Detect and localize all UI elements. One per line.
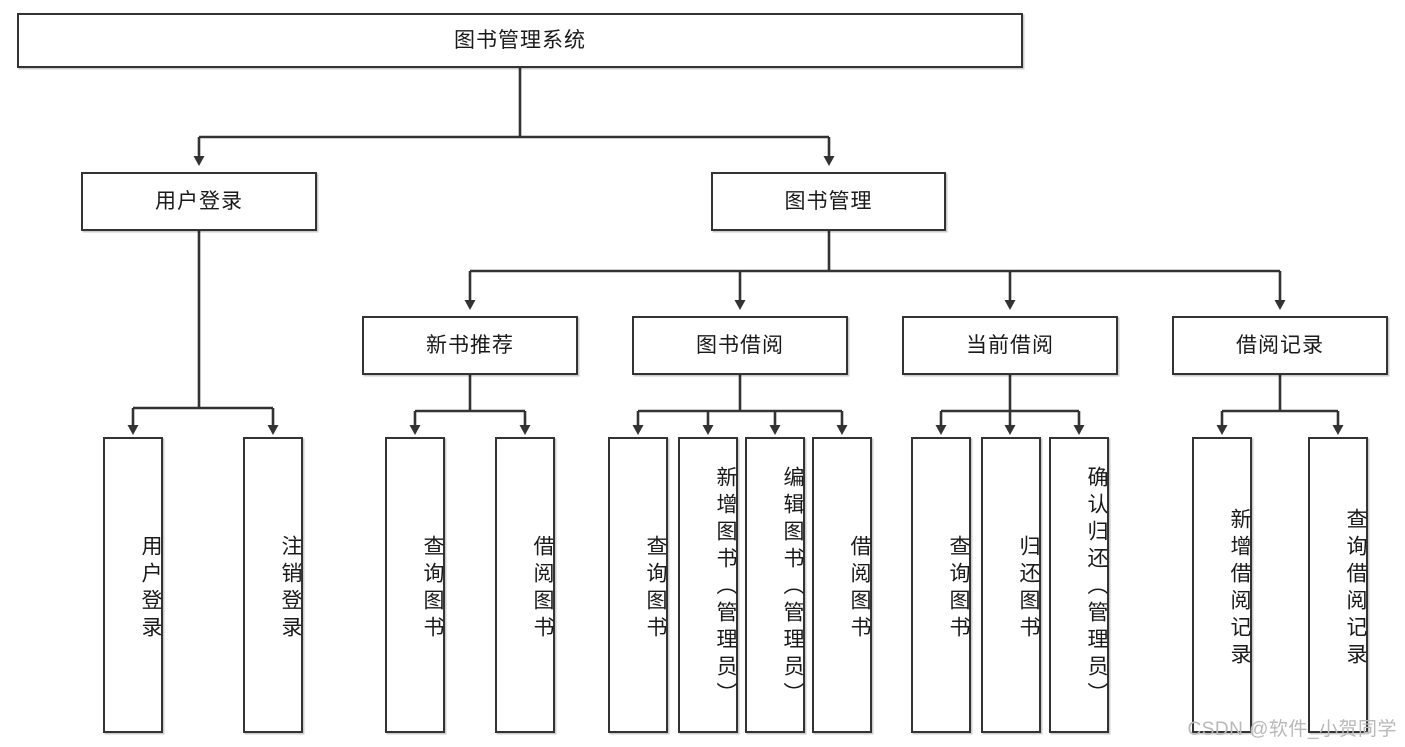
node-label: 图书管理系统 — [454, 28, 586, 52]
node-label: 当前借阅 — [966, 333, 1054, 357]
leaf-current-confirm-return-admin[interactable]: 确认归还（管理员） — [1049, 437, 1109, 733]
node-label: 用户登录 — [155, 189, 243, 213]
leaf-records-add-record[interactable]: 新增借阅记录 — [1192, 437, 1252, 733]
leaf-user-login-signout[interactable]: 注销登录 — [243, 437, 303, 733]
leaf-borrow-borrow-book[interactable]: 借阅图书 — [812, 437, 872, 733]
node-label: 注销登录 — [279, 535, 302, 643]
node-label: 查询图书 — [421, 535, 444, 643]
leaf-borrow-query-book[interactable]: 查询图书 — [608, 437, 668, 733]
node-label: 确认归还（管理员） — [1085, 465, 1108, 709]
node-book-management[interactable]: 图书管理 — [711, 172, 946, 231]
leaf-borrow-add-book-admin[interactable]: 新增图书（管理员） — [678, 437, 738, 733]
node-user-login[interactable]: 用户登录 — [81, 172, 317, 231]
node-book-borrow[interactable]: 图书借阅 — [632, 316, 848, 375]
node-label: 借阅图书 — [531, 535, 554, 643]
node-root-system[interactable]: 图书管理系统 — [17, 13, 1023, 68]
node-label: 查询借阅记录 — [1344, 508, 1367, 670]
node-label: 图书借阅 — [696, 333, 784, 357]
leaf-recommend-borrow-book[interactable]: 借阅图书 — [495, 437, 555, 733]
leaf-recommend-query-book[interactable]: 查询图书 — [385, 437, 445, 733]
node-borrow-records[interactable]: 借阅记录 — [1172, 316, 1388, 375]
node-label: 归还图书 — [1017, 535, 1040, 643]
node-label: 新增图书（管理员） — [714, 465, 737, 709]
leaf-borrow-edit-book-admin[interactable]: 编辑图书（管理员） — [745, 437, 805, 733]
node-label: 查询图书 — [644, 535, 667, 643]
node-label: 用户登录 — [139, 535, 162, 643]
node-label: 借阅图书 — [848, 535, 871, 643]
node-new-book-recommend[interactable]: 新书推荐 — [362, 316, 578, 375]
leaf-user-login-signin[interactable]: 用户登录 — [103, 437, 163, 733]
leaf-current-return-book[interactable]: 归还图书 — [981, 437, 1041, 733]
csdn-watermark: CSDN @软件_小贺同学 — [1187, 719, 1397, 740]
leaf-records-query-record[interactable]: 查询借阅记录 — [1308, 437, 1368, 733]
node-label: 新书推荐 — [426, 333, 514, 357]
node-label: 图书管理 — [784, 189, 873, 213]
node-label: 新增借阅记录 — [1228, 508, 1251, 670]
node-current-borrow[interactable]: 当前借阅 — [902, 316, 1118, 375]
node-label: 编辑图书（管理员） — [781, 465, 804, 709]
node-label: 查询图书 — [947, 535, 970, 643]
leaf-current-query-book[interactable]: 查询图书 — [911, 437, 971, 733]
node-label: 借阅记录 — [1236, 333, 1324, 357]
